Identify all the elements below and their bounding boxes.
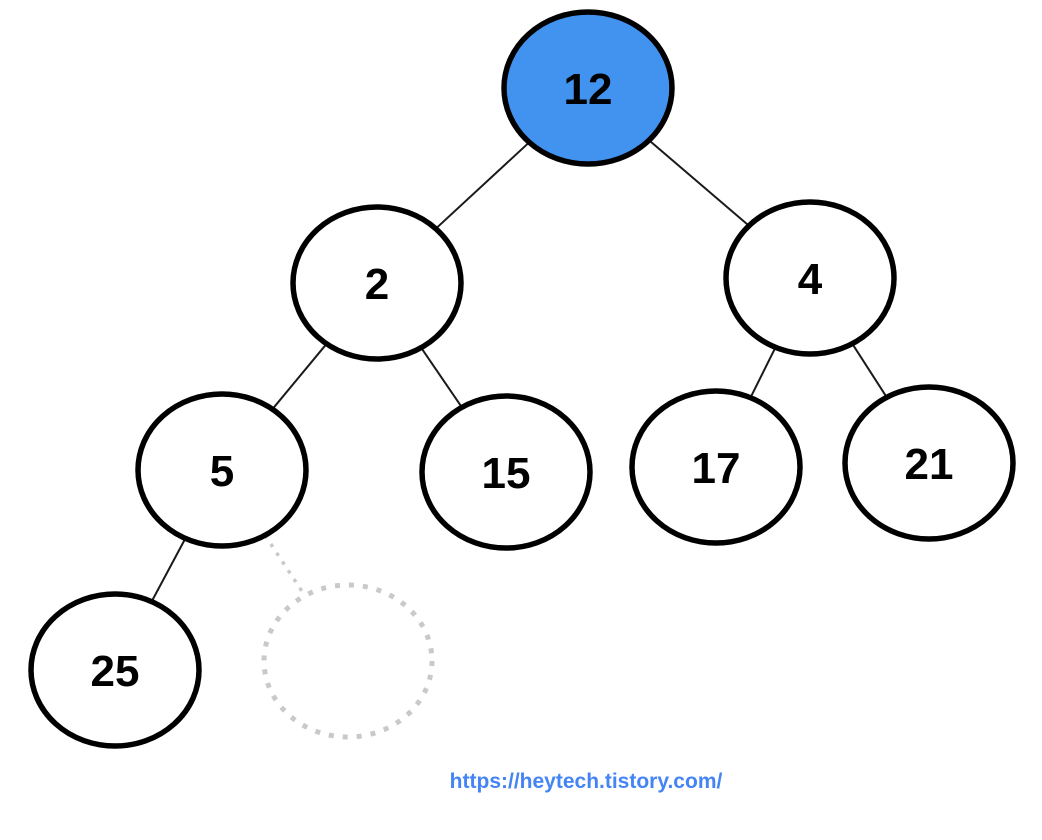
tree-node-4 <box>723 199 897 357</box>
tree-node-label-15: 15 <box>482 449 531 498</box>
tree-node-label-17: 17 <box>692 444 741 493</box>
tree-edge-4-17 <box>749 346 777 399</box>
tree-edge-5-25 <box>150 537 187 603</box>
tree-node-label-21: 21 <box>905 440 954 489</box>
tree-node-12-highlighted <box>501 9 675 167</box>
tree-node-label-4: 4 <box>798 255 823 304</box>
tree-edge-12-4 <box>648 139 750 227</box>
tree-edge-2-5 <box>271 343 328 410</box>
tree-edge-2-15 <box>420 347 463 408</box>
tree-node-empty-placeholder <box>261 582 435 740</box>
tree-node-label-12: 12 <box>564 65 613 114</box>
tree-node-15 <box>419 393 593 551</box>
tree-node-25 <box>28 591 202 749</box>
watermark-url: https://heytech.tistory.com/ <box>449 770 723 793</box>
tree-node-label-25: 25 <box>91 647 140 696</box>
tree-node-21 <box>842 384 1016 542</box>
tree-node-label-2: 2 <box>365 260 389 309</box>
tree-edge-5-empty <box>263 534 307 597</box>
tree-edge-12-2 <box>435 141 530 230</box>
tree-node-2 <box>290 204 464 362</box>
tree-node-label-5: 5 <box>210 447 234 496</box>
tree-edge-4-21 <box>851 343 888 398</box>
tree-node-17 <box>629 388 803 546</box>
tree-node-5 <box>135 391 309 549</box>
